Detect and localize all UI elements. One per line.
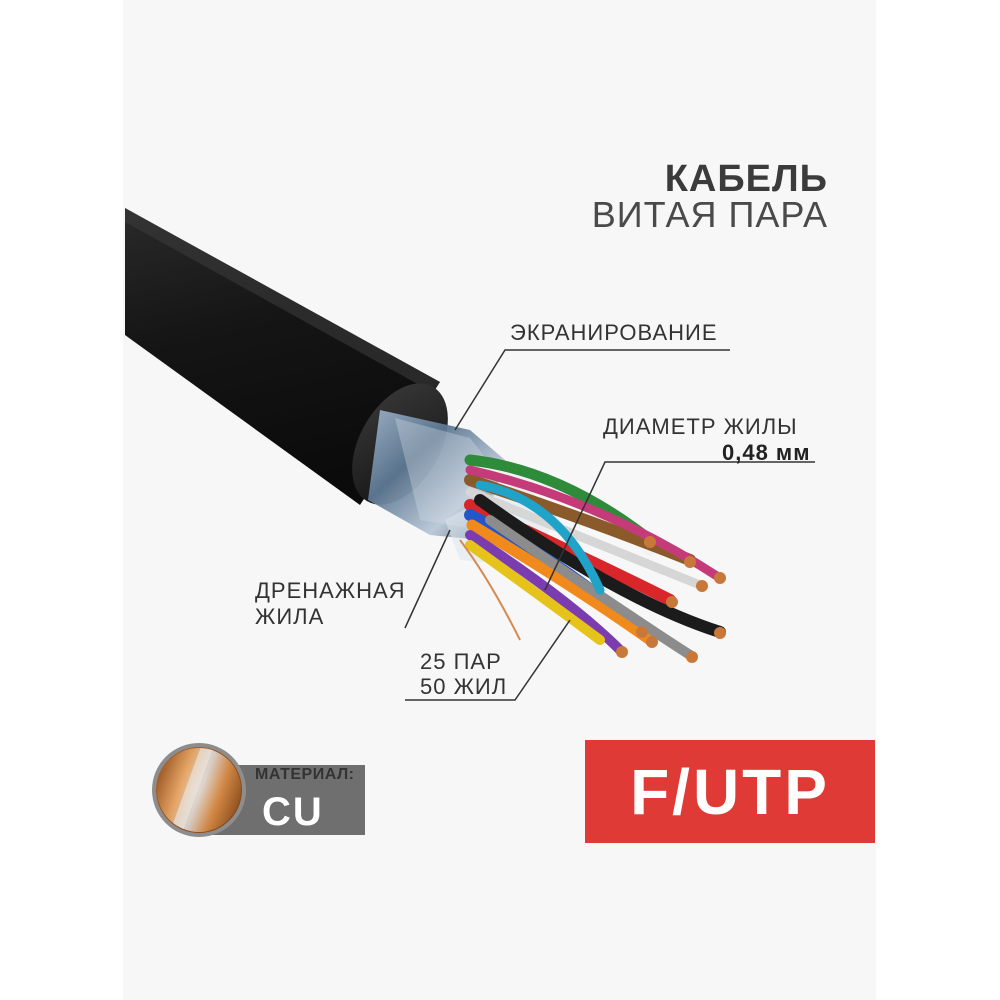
callout-line-pairs xyxy=(405,619,571,701)
cable-type-text: F/UTP xyxy=(630,755,830,828)
material-value: CU xyxy=(262,790,324,834)
callout-line-shielding xyxy=(454,349,730,431)
callout-shielding: ЭКРАНИРОВАНИЕ xyxy=(510,320,718,345)
cable-jacket xyxy=(125,208,440,505)
product-title: КАБЕЛЬ xyxy=(664,158,828,200)
drain-wire xyxy=(459,539,521,641)
copper-cross-section-icon xyxy=(152,743,365,837)
product-subtitle: ВИТАЯ ПАРА xyxy=(591,194,828,235)
callout-lines xyxy=(404,349,815,701)
callout-line-drain xyxy=(404,529,451,629)
callout-drain-line1: ДРЕНАЖНАЯ xyxy=(255,578,406,603)
callout-diameter-value: 0,48 мм xyxy=(722,440,811,465)
cable-type-badge: F/UTP xyxy=(585,740,875,843)
callout-pairs-line1: 25 ПАР xyxy=(420,649,502,674)
callout-drain-line2: ЖИЛА xyxy=(255,604,325,629)
twisted-pairs xyxy=(464,454,726,660)
callout-diameter-label: ДИАМЕТР ЖИЛЫ xyxy=(603,414,798,439)
copper-conductor-ends xyxy=(616,536,726,663)
material-label: МАТЕРИАЛ: xyxy=(255,766,355,783)
callout-line-diameter xyxy=(544,461,815,591)
callout-pairs-line2: 50 ЖИЛ xyxy=(420,674,508,699)
